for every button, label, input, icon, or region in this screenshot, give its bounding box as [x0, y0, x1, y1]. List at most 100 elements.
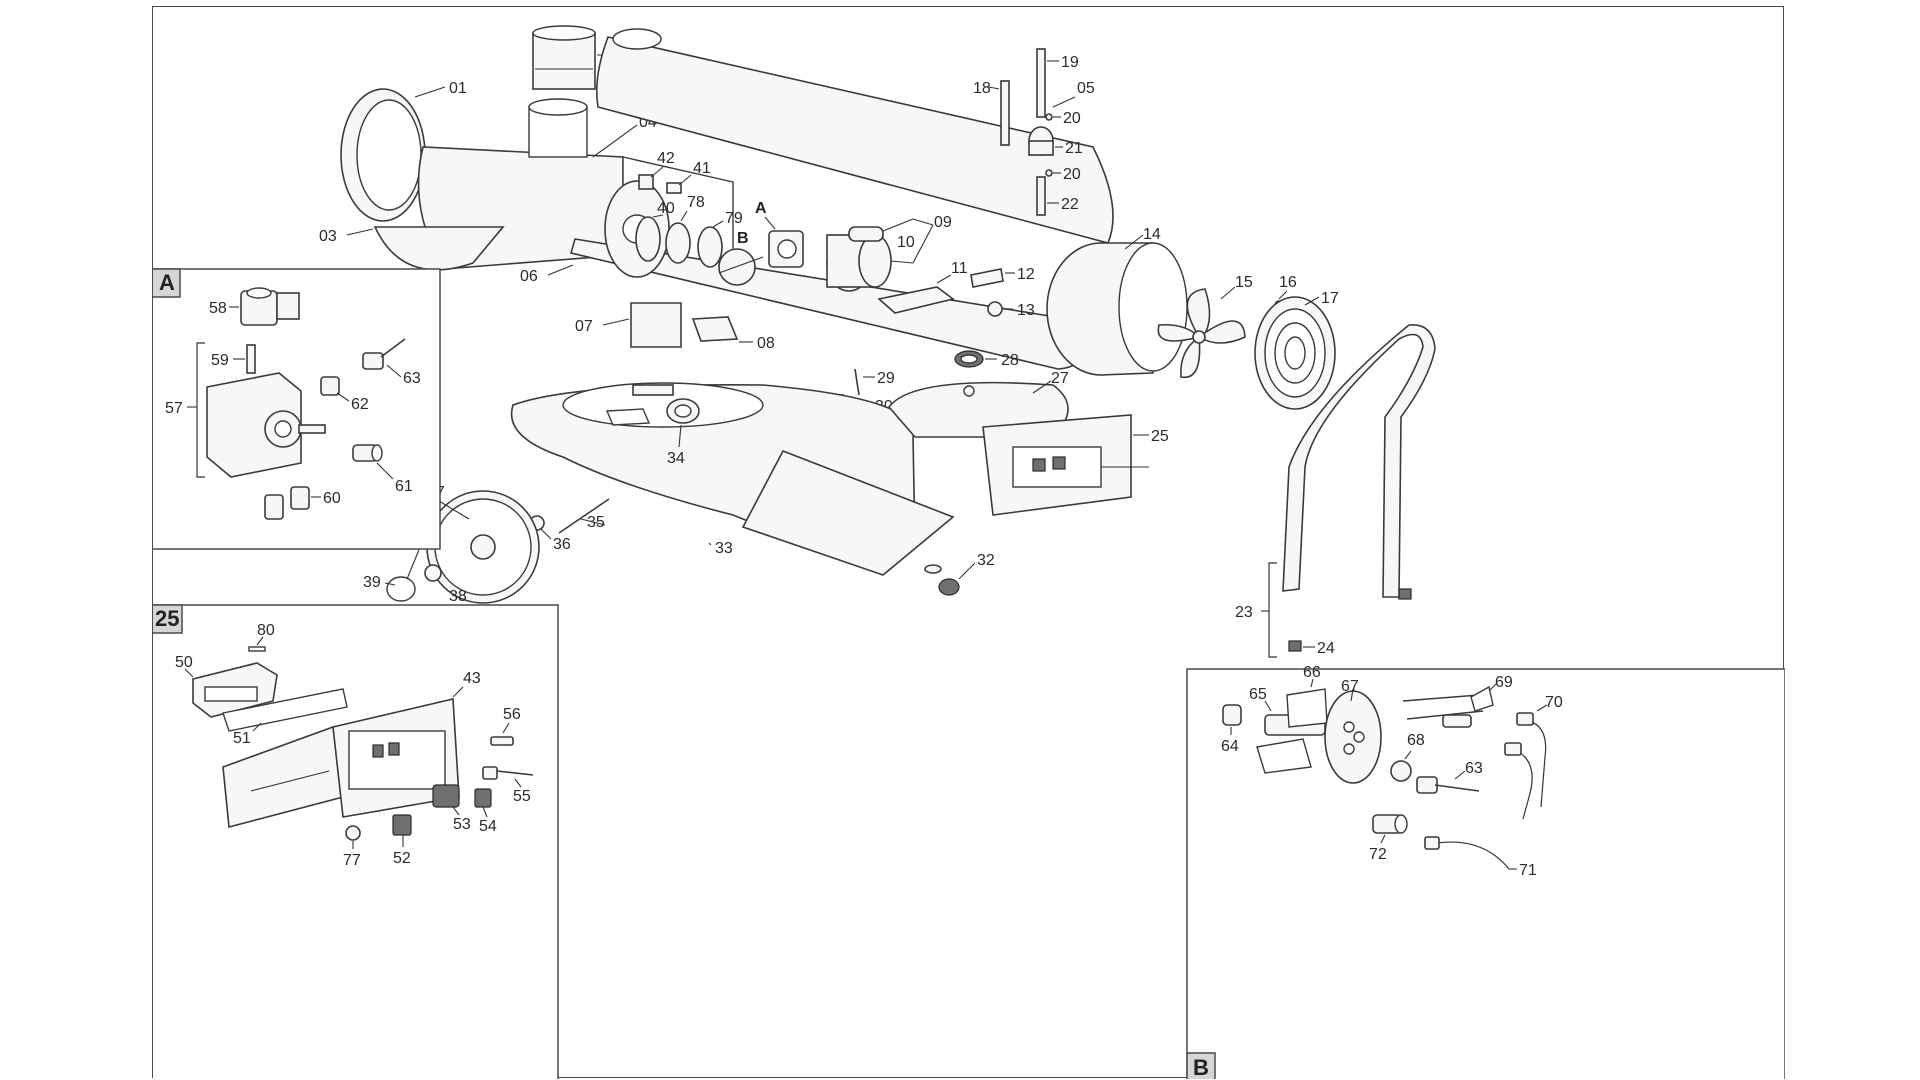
part-55-sensor	[482, 766, 534, 780]
part-20-clamp-upper	[1045, 113, 1053, 121]
part-62-nipple	[320, 376, 340, 396]
part-14-fan-shroud	[1046, 242, 1188, 376]
callout-12: 12	[1017, 266, 1035, 283]
callout-03: 03	[319, 228, 337, 245]
part-40-78-79-rings	[635, 216, 723, 268]
part-25-control-panel	[982, 414, 1149, 516]
callout-b66: 66	[1303, 664, 1321, 681]
part-08-bracket	[691, 316, 739, 342]
part-34-fuel-cap	[666, 398, 700, 424]
part-41-clip	[666, 182, 682, 194]
part-37-wheel	[426, 490, 540, 604]
part-68-nut	[1390, 760, 1412, 782]
callout-a60: 60	[323, 490, 341, 507]
part-21-fuel-filter	[1028, 126, 1054, 156]
callout-b72: 72	[1369, 846, 1387, 863]
callout-40: 40	[657, 200, 675, 217]
part-12-bracket	[970, 268, 1004, 288]
part-18-tube	[1000, 80, 1010, 146]
callout-c52: 52	[393, 850, 411, 867]
callout-c50: 50	[175, 654, 193, 671]
callout-34: 34	[667, 450, 685, 467]
part-80-screw	[248, 646, 266, 652]
callout-36: 36	[553, 536, 571, 553]
part-54-switch	[474, 788, 492, 808]
callout-a57: 57	[165, 400, 183, 417]
part-53-switch	[432, 784, 460, 808]
part-15-fan-blade	[1157, 288, 1246, 379]
part-61-plug	[352, 444, 383, 462]
callout-79: 79	[725, 210, 743, 227]
callout-32: 32	[977, 552, 995, 569]
callout-21: 21	[1065, 140, 1083, 157]
part-23-handle	[1282, 324, 1436, 598]
callout-a61: 61	[395, 478, 413, 495]
exploded-parts-diagram: 01 02 04 03 05 06 07 08	[152, 6, 1785, 1079]
part-32-foot	[924, 564, 960, 596]
part-33-base-chassis	[510, 382, 955, 576]
part-58-coil	[240, 287, 300, 326]
inset-b-tag: B	[1193, 1055, 1209, 1079]
part-22-tube	[1036, 176, 1046, 216]
part-66-plate	[1286, 688, 1328, 728]
part-39-hubcap	[386, 576, 416, 602]
callout-a62: 62	[351, 396, 369, 413]
callout-15: 15	[1235, 274, 1253, 291]
callout-06: 06	[520, 268, 538, 285]
part-24-cap	[1288, 640, 1302, 652]
part-51-shield	[222, 688, 348, 732]
part-71-ignition-cable	[1424, 836, 1510, 870]
callout-b71: 71	[1519, 862, 1537, 879]
callout-33: 33	[715, 540, 733, 557]
part-35-axle	[558, 498, 610, 534]
callout-c80: 80	[257, 622, 275, 639]
callout-18: 18	[973, 80, 991, 97]
callout-09: 09	[934, 214, 952, 231]
part-63-nozzle-line-b	[1416, 776, 1480, 794]
part-29-rod	[854, 368, 860, 396]
callout-c43: 43	[463, 670, 481, 687]
part-a-oil-pump	[768, 230, 804, 268]
detail-letter-a: A	[755, 200, 767, 217]
part-07-bracket	[630, 302, 682, 348]
part-13-ring	[987, 301, 1003, 317]
part-17-fan-guard	[1254, 296, 1336, 410]
callout-c56: 56	[503, 706, 521, 723]
callout-b65: 65	[1249, 686, 1267, 703]
part-70-cables	[1504, 712, 1547, 820]
callout-23: 23	[1235, 604, 1253, 621]
callout-19: 19	[1061, 54, 1079, 71]
callout-c55: 55	[513, 788, 531, 805]
part-10-capacitor	[848, 226, 884, 242]
part-77-grommet	[345, 825, 361, 841]
inset-b-frame	[1186, 668, 1785, 1079]
part-57-oil-pump	[206, 372, 326, 478]
callout-08: 08	[757, 335, 775, 352]
part-64-nut	[1222, 704, 1242, 726]
callout-c51: 51	[233, 730, 251, 747]
inset-a-tag: A	[159, 270, 175, 295]
callout-05: 05	[1077, 80, 1095, 97]
callout-a58: 58	[209, 300, 227, 317]
callout-13: 13	[1017, 302, 1035, 319]
callout-35: 35	[587, 514, 605, 531]
callout-20a: 20	[1063, 110, 1081, 127]
callout-39: 39	[363, 574, 381, 591]
inset-25-tag: 25	[155, 606, 179, 631]
callout-20b: 20	[1063, 166, 1081, 183]
part-b-electrode-assembly	[718, 248, 764, 286]
callout-27: 27	[1051, 370, 1069, 387]
callout-17: 17	[1321, 290, 1339, 307]
callout-a59: 59	[211, 352, 229, 369]
part-59-stem	[246, 344, 256, 374]
callout-b69: 69	[1495, 674, 1513, 691]
callout-24: 24	[1317, 640, 1335, 657]
callout-14: 14	[1143, 226, 1161, 243]
part-38-washer	[424, 564, 442, 582]
callout-78: 78	[687, 194, 705, 211]
part-67-swirl-plate	[1324, 690, 1382, 784]
part-11-plate	[877, 286, 955, 314]
callout-01: 01	[449, 80, 467, 97]
callout-11: 11	[951, 260, 968, 277]
part-56-screw	[490, 736, 514, 746]
